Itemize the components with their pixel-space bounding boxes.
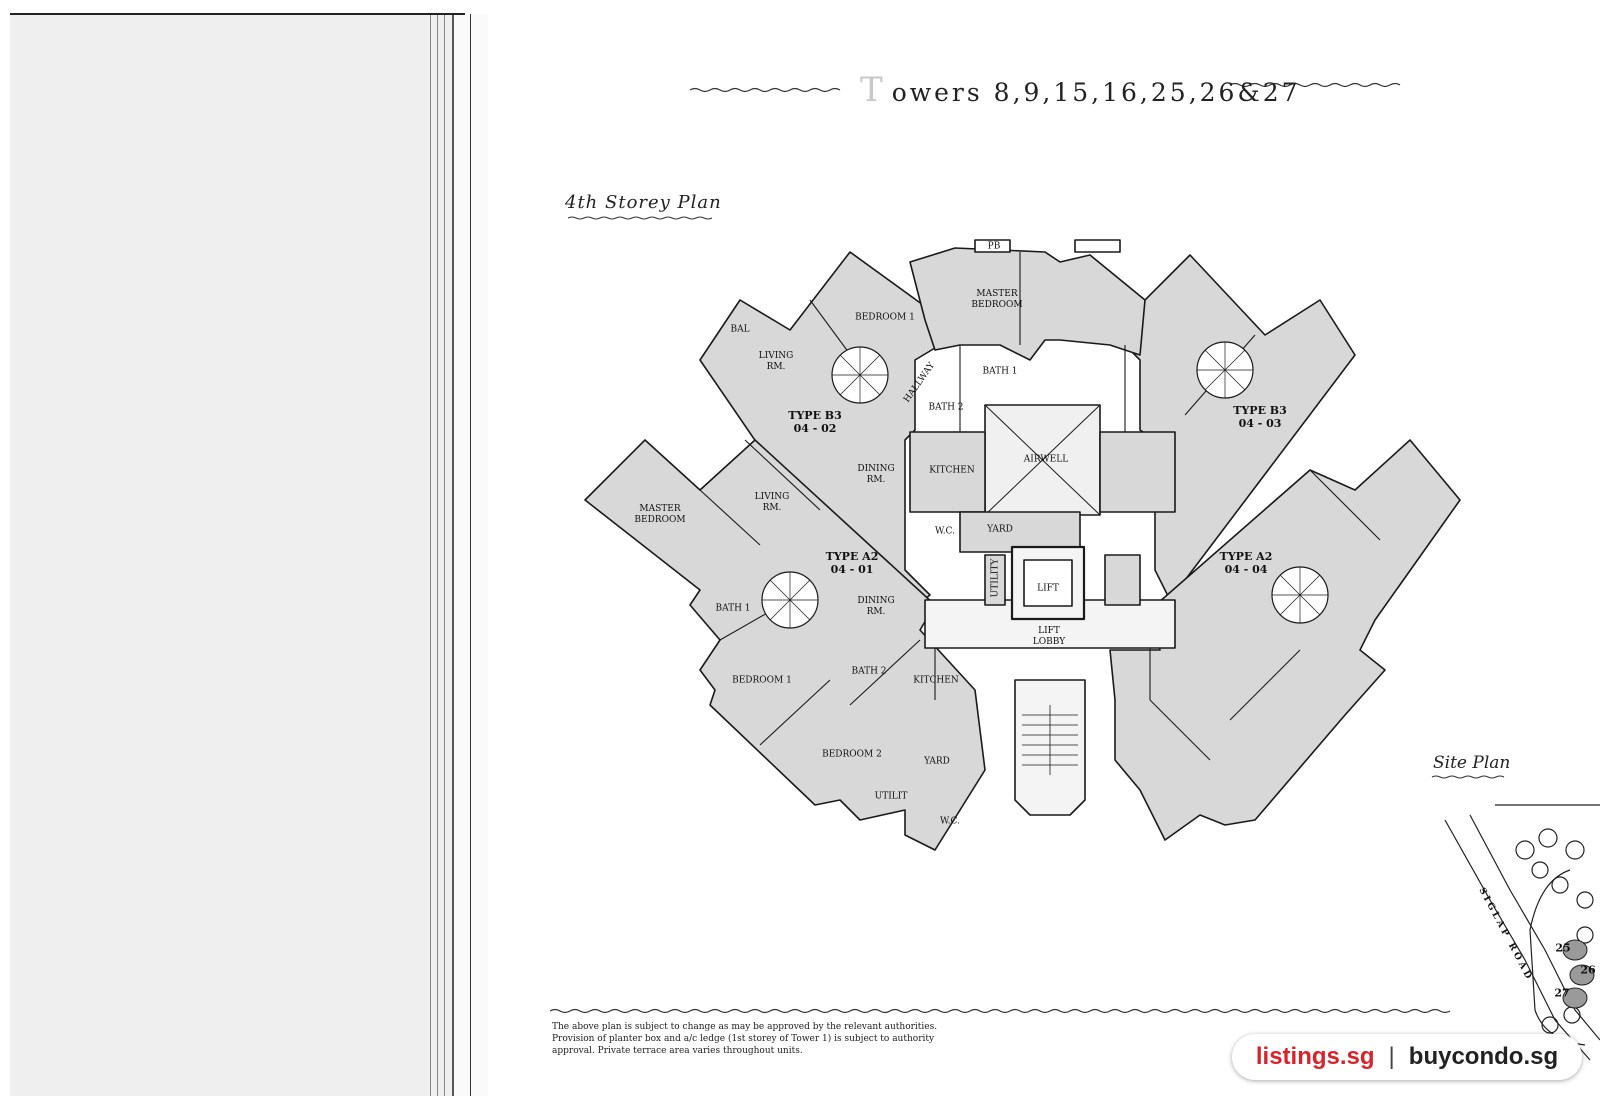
- site-tower-25: 25: [1555, 941, 1571, 955]
- room-airwell: AIRWELL: [1023, 454, 1069, 465]
- room-line: RM.: [866, 607, 886, 617]
- page-edge: [470, 14, 471, 1096]
- room-bath1-top: BATH 1: [982, 366, 1018, 377]
- spine-line: [444, 14, 445, 1096]
- room-kitchen-left: KITCHEN: [913, 675, 959, 686]
- room-line: DINING: [857, 464, 895, 474]
- site-tower-26: 26: [1580, 963, 1596, 977]
- left-page-blank: [10, 14, 462, 1096]
- room-wc-left: W.C.: [940, 816, 960, 827]
- unit-number: 04 - 03: [1238, 417, 1282, 430]
- watermark-buycondo: buycondo.sg: [1408, 1043, 1559, 1070]
- room-line: LIFT: [1038, 626, 1060, 636]
- unit-type: TYPE A2: [1219, 550, 1273, 563]
- room-bedroom1-top: BEDROOM 1: [855, 312, 915, 323]
- storey-plan-label: 4th Storey Plan: [565, 192, 722, 213]
- title-text: owers 8,9,15,16,25,26&27: [891, 78, 1301, 107]
- room-line: BEDROOM: [634, 515, 686, 525]
- unit-number: 04 - 04: [1224, 563, 1268, 576]
- room-line: LIVING: [754, 492, 790, 502]
- room-yard-top: YARD: [987, 524, 1013, 535]
- unit-type: TYPE A2: [825, 550, 879, 563]
- room-bedroom2-left: BEDROOM 2: [822, 749, 882, 760]
- room-bedroom1-left: BEDROOM 1: [732, 675, 792, 686]
- room-line: MASTER: [976, 289, 1018, 299]
- room-bal: BAL: [730, 324, 750, 335]
- room-yard-left: YARD: [924, 756, 950, 767]
- room-line: RM.: [762, 503, 782, 513]
- spine-line: [430, 14, 431, 1096]
- room-line: DINING: [857, 596, 895, 606]
- title-initial: T: [860, 70, 886, 110]
- room-line: MASTER: [639, 504, 681, 514]
- watermark-separator: |: [1388, 1043, 1395, 1070]
- watermark-listings: listings.sg: [1255, 1043, 1375, 1070]
- room-line: BEDROOM: [971, 300, 1023, 310]
- room-lift: LIFT: [1037, 583, 1059, 594]
- room-pb: PB: [987, 241, 1001, 252]
- unit-number: 04 - 01: [830, 563, 874, 576]
- room-utility-top: UTILITY: [990, 558, 1001, 598]
- room-line: LOBBY: [1032, 637, 1066, 647]
- site-tower-27: 27: [1554, 986, 1570, 1000]
- room-bath2-top: BATH 2: [928, 402, 964, 413]
- room-line: LIVING: [758, 351, 794, 361]
- site-plan-label: Site Plan: [1433, 753, 1511, 773]
- unit-type: TYPE B3: [1233, 404, 1287, 417]
- unit-type: TYPE B3: [788, 409, 842, 422]
- plan-notes: The above plan is subject to change as m…: [552, 1021, 942, 1057]
- room-wc-top: W.C.: [935, 526, 955, 537]
- room-line: RM.: [766, 362, 786, 372]
- room-utility-left: UTILIT: [874, 791, 908, 802]
- note-line: The above plan is subject to change as m…: [552, 1022, 938, 1032]
- spine-line: [437, 14, 438, 1096]
- watermark-badge: listings.sg | buycondo.sg: [1232, 1034, 1582, 1080]
- note-line: Provision of planter box and a/c ledge (…: [552, 1034, 935, 1044]
- room-kitchen-top: KITCHEN: [929, 465, 975, 476]
- unit-number: 04 - 02: [793, 422, 837, 435]
- note-line: approval. Private terrace area varies th…: [552, 1046, 803, 1056]
- room-bath1-left: BATH 1: [715, 603, 751, 614]
- room-line: RM.: [866, 475, 886, 485]
- room-bath2-left: BATH 2: [851, 666, 887, 677]
